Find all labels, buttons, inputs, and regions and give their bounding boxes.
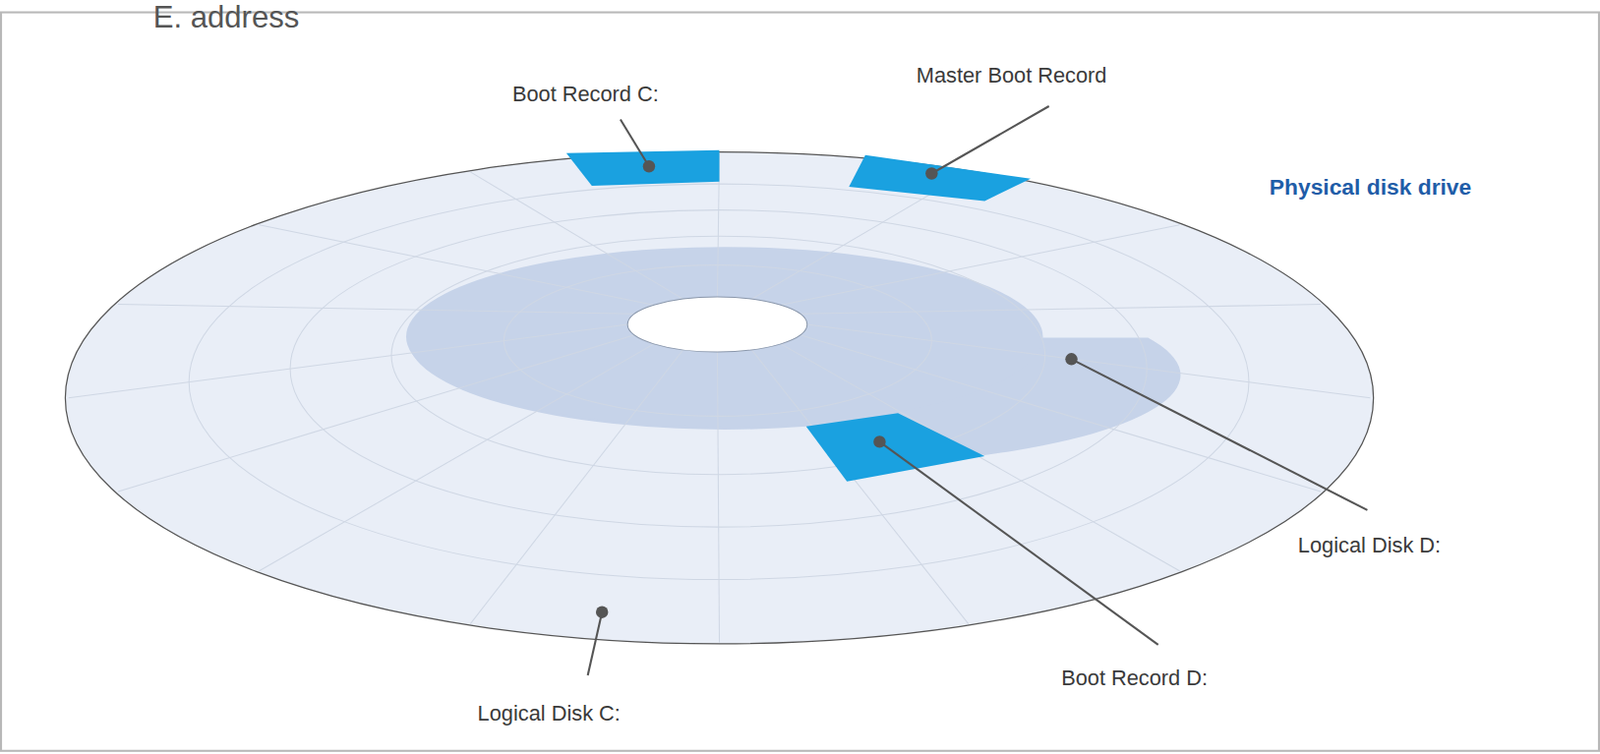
- frame: [0, 12, 1600, 752]
- platter: [64, 152, 1373, 645]
- part-label: Logical Disk D:: [1298, 533, 1441, 558]
- part-label: Master Boot Record: [916, 62, 1108, 88]
- figure-title: Physical disk drive: [1269, 174, 1472, 200]
- master-boot-record-sector: [848, 155, 1031, 202]
- boot-record-d-sector: [806, 413, 986, 482]
- slide-text: E. address: [153, 0, 300, 36]
- callout-dots: [595, 160, 1078, 619]
- part-label: Boot Record C:: [512, 81, 659, 107]
- part-label: Boot Record D:: [1061, 665, 1208, 691]
- spindle-hole: [627, 296, 808, 353]
- part-label: Logical Disk C:: [477, 701, 621, 726]
- track-grid: [68, 153, 1371, 644]
- leader-lines: [588, 106, 1368, 676]
